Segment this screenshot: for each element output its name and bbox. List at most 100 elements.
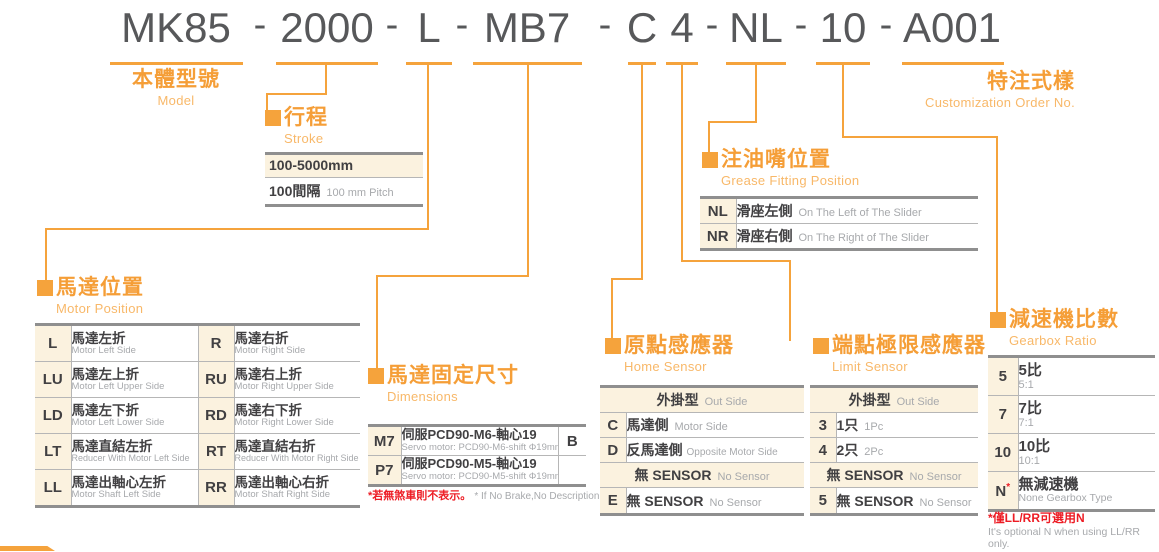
heading-stroke-zh: 行程 xyxy=(284,106,328,129)
stroke-pitch-cell: 100間隔 100 mm Pitch xyxy=(264,177,424,206)
connector-line xyxy=(325,64,327,93)
desc-zh: 馬達直結左折 xyxy=(71,438,153,454)
code-cell: LL xyxy=(34,469,72,507)
code-cell: N* xyxy=(987,471,1019,511)
desc-en: Motor Left Lower Side xyxy=(71,417,165,429)
table-row: 4 2只 2Pc xyxy=(809,437,979,463)
heading-stroke-en: Stroke xyxy=(284,131,324,147)
desc-en: Opposite Motor Side xyxy=(686,447,778,458)
underline-grease xyxy=(726,62,786,65)
title-dash: - xyxy=(385,4,399,46)
stroke-pitch-zh: 100間隔 xyxy=(269,183,321,199)
desc-zh: 滑座左側 xyxy=(736,203,793,219)
underline-series xyxy=(110,62,243,65)
desc-en: No Sensor xyxy=(709,496,762,509)
table-row: N* 無減速機 None Gearbox Type xyxy=(987,471,1156,511)
heading-home-sensor-en: Home Sensor xyxy=(624,359,707,375)
title-dash: - xyxy=(879,4,893,46)
desc-en: Motor Right Lower Side xyxy=(234,417,334,429)
footnote-zh: *若無煞車則不表示。 xyxy=(368,490,472,502)
heading-dimensions-zh: 馬達固定尺寸 xyxy=(387,364,519,387)
code-cell: P7 xyxy=(367,455,402,486)
connector-line xyxy=(527,64,529,275)
underline-limit-sensor xyxy=(666,62,698,65)
connector-line xyxy=(266,93,268,115)
code-cell: M7 xyxy=(367,425,402,456)
stroke-range-cell: 100-5000mm xyxy=(264,153,424,178)
desc-zh: 反馬達側 xyxy=(626,442,683,458)
orange-square-bullet xyxy=(368,368,384,384)
desc-en: None Gearbox Type xyxy=(1018,492,1113,505)
connector-line xyxy=(427,64,429,228)
heading-stroke: 行程 Stroke xyxy=(265,106,328,146)
connector-line xyxy=(789,260,791,341)
desc-zh: 馬達直結右折 xyxy=(234,438,316,454)
desc-cell: 7比 7:1 xyxy=(1017,395,1156,434)
code-cell: LT xyxy=(34,433,72,470)
connector-line xyxy=(376,275,529,277)
underline-home-sensor xyxy=(628,62,656,65)
code-cell: RT xyxy=(197,433,235,470)
code-cell: 5 xyxy=(987,356,1019,396)
underline-motor-position xyxy=(406,62,452,65)
stroke-pitch-en: 100 mm Pitch xyxy=(326,187,394,199)
code-cell: C xyxy=(599,412,627,438)
heading-dimensions: 馬達固定尺寸 Dimensions xyxy=(368,364,519,404)
title-dash: - xyxy=(705,4,719,46)
model-part-dimensions: MB7 xyxy=(483,4,571,51)
table-row: 5 5比 5:1 xyxy=(987,356,1156,396)
heading-gearbox: 減速機比數 Gearbox Ratio xyxy=(990,308,1119,348)
desc-zh: 無減速機 xyxy=(1018,476,1079,494)
heading-gearbox-zh: 減速機比數 xyxy=(1009,308,1119,331)
title-dash: - xyxy=(598,4,612,46)
connector-line xyxy=(708,121,710,155)
table-row: LD 馬達左下折 Motor Left Lower Side RD 馬達右下折 … xyxy=(34,397,361,434)
brake-cell: B xyxy=(557,425,587,456)
desc-en: 2Pc xyxy=(864,446,884,458)
connector-line xyxy=(842,136,998,138)
heading-home-sensor: 原點感應器 Home Sensor xyxy=(605,334,734,374)
desc-en: 5:1 xyxy=(1018,379,1034,392)
table-row: 100-5000mm xyxy=(264,153,424,178)
desc-en: Motor Shaft Left Side xyxy=(71,489,161,501)
desc-cell: 馬達右下折 Motor Right Lower Side xyxy=(233,397,361,434)
heading-gearbox-en: Gearbox Ratio xyxy=(1009,333,1097,349)
dimensions-footnote: *若無煞車則不表示。 * If No Brake,No Description. xyxy=(368,487,602,503)
model-part-series: MK85 xyxy=(121,4,231,51)
desc-cell: 5比 5:1 xyxy=(1017,356,1156,396)
desc-en: Motor Right Side xyxy=(234,345,306,357)
heading-model-zh: 本體型號 xyxy=(132,68,220,91)
connector-line xyxy=(996,136,998,316)
desc-zh: 10比 xyxy=(1018,437,1051,455)
connector-line xyxy=(842,64,844,136)
desc-zh: 馬達左下折 xyxy=(71,402,139,418)
desc-en: Motor Side xyxy=(674,421,728,433)
footnote-en: It's optional N when using LL/RR only. xyxy=(988,526,1141,551)
orange-square-bullet xyxy=(265,110,281,126)
code-cell: 4 xyxy=(809,437,837,463)
orange-square-bullet xyxy=(813,338,829,354)
desc-cell: 馬達左上折 Motor Left Upper Side xyxy=(70,361,199,398)
page-footer-strip xyxy=(0,546,55,551)
group-zh: 無 SENSOR xyxy=(826,467,904,483)
code-cell: E xyxy=(599,487,627,515)
desc-zh: 伺服PCD90-M5-軸心19 xyxy=(401,456,537,472)
code-cell: L xyxy=(34,324,72,362)
desc-zh: 2只 xyxy=(836,442,859,458)
heading-motor-position: 馬達位置 Motor Position xyxy=(37,276,144,316)
code-cell: RU xyxy=(197,361,235,398)
